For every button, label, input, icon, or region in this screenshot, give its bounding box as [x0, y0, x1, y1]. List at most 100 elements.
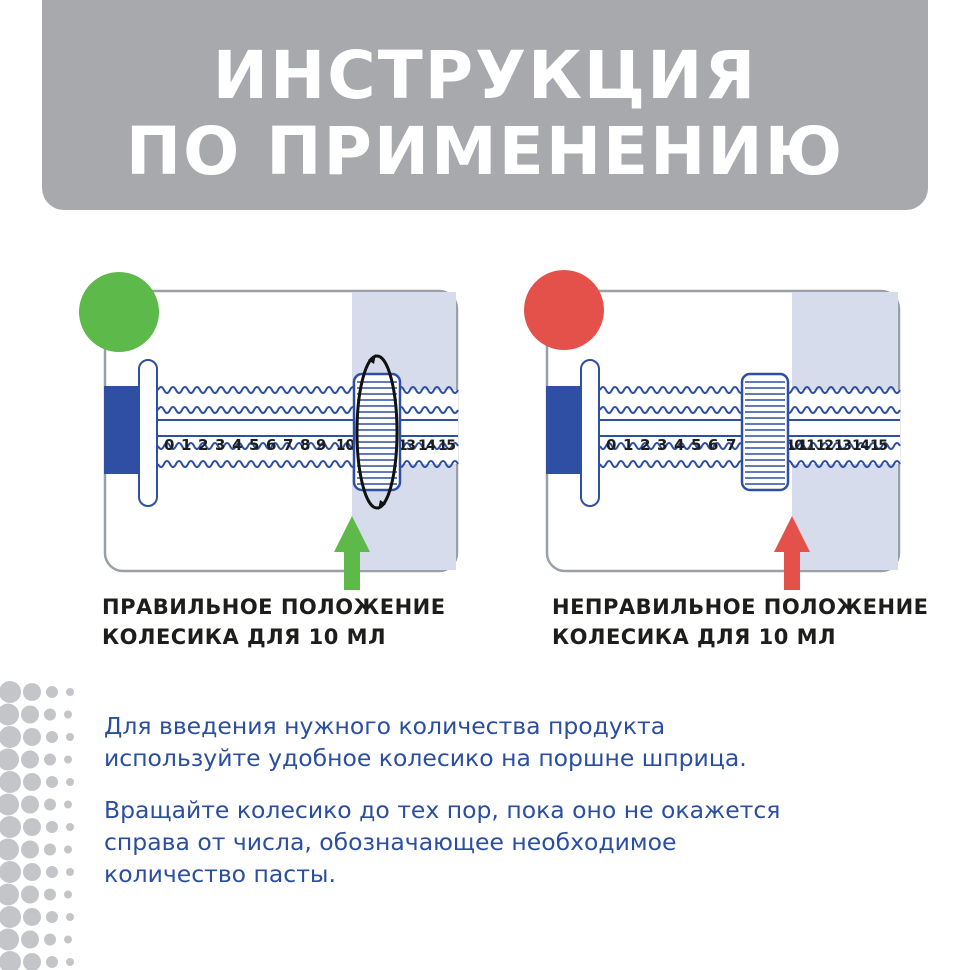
pattern-dot: [64, 800, 72, 809]
pattern-dot: [44, 843, 56, 856]
incorrect-arrow-icon: [774, 516, 810, 590]
pattern-dot: [23, 773, 41, 791]
incorrect-status-dot: [524, 270, 604, 350]
scale-number: 5: [249, 436, 259, 454]
rotation-arrow-icon: [355, 354, 399, 510]
pattern-dot: [66, 733, 74, 741]
pattern-dot: [21, 705, 39, 724]
scale-number: 5: [691, 436, 701, 454]
scale-number: 15: [438, 438, 456, 454]
pattern-dot: [23, 908, 41, 926]
instruction-2-line-3: количество пасты.: [104, 860, 336, 888]
pattern-dot: [46, 956, 58, 968]
incorrect-caption-line-1: НЕПРАВИЛЬНОЕ ПОЛОЖЕНИЕ: [552, 595, 929, 619]
pattern-dot: [64, 845, 72, 854]
plunger-rod: 01234567891012131415: [157, 354, 459, 510]
pattern-dot: [64, 755, 72, 764]
instruction-paragraph-1: Для введения нужного количества продукта…: [104, 710, 747, 774]
instruction-1-line-1: Для введения нужного количества продукта: [104, 712, 666, 740]
pattern-dot: [64, 935, 72, 944]
pattern-dot: [23, 953, 41, 970]
scale-number: 15: [870, 438, 888, 454]
scale-number: 0: [606, 436, 616, 454]
title-line-1: ИНСТРУКЦИЯ: [212, 37, 758, 114]
scale-number: 2: [198, 436, 208, 454]
pattern-dot: [0, 703, 19, 726]
scale-number: 10: [786, 438, 804, 454]
syringe-barrel: [104, 386, 138, 474]
scale-number: 3: [657, 436, 667, 454]
pattern-dot: [0, 951, 21, 970]
pattern-dot: [46, 866, 58, 878]
scale-number: 13: [398, 438, 416, 454]
scale-number: 4: [232, 436, 242, 454]
correct-arrow-icon: [334, 516, 370, 590]
scale-number: 7: [283, 436, 293, 454]
pattern-dot: [46, 731, 58, 743]
pattern-dot: [21, 795, 39, 814]
page-title: ИНСТРУКЦИЯ ПО ПРИМЕНЕНИЮ: [42, 38, 928, 190]
pattern-dot: [0, 928, 19, 951]
pattern-dot: [46, 821, 58, 833]
instruction-paragraph-2: Вращайте колесико до тех пор, пока оно н…: [104, 794, 780, 890]
scale-number: 1: [623, 436, 633, 454]
pattern-dot: [64, 890, 72, 899]
pattern-dot: [46, 776, 58, 788]
scale-number: 2: [640, 436, 650, 454]
pattern-dot: [44, 708, 56, 721]
pattern-dot: [0, 726, 21, 748]
scale-number: 13: [834, 438, 852, 454]
pattern-dot: [0, 906, 21, 928]
instruction-2-line-2: справа от числа, обозначающее необходимо…: [104, 828, 677, 856]
pattern-dot: [0, 793, 19, 816]
pattern-dot: [21, 750, 39, 769]
pattern-dot: [23, 683, 41, 701]
scale-number: 6: [266, 436, 276, 454]
pattern-dot: [21, 840, 39, 859]
pattern-dot: [0, 748, 19, 771]
pattern-dot: [46, 686, 58, 698]
pattern-dot: [46, 911, 58, 923]
incorrect-caption: НЕПРАВИЛЬНОЕ ПОЛОЖЕНИЕ КОЛЕСИКА ДЛЯ 10 М…: [552, 592, 929, 652]
pattern-dot: [0, 771, 21, 793]
pattern-dot: [0, 883, 19, 906]
instruction-1-line-2: используйте удобное колесико на поршне ш…: [104, 744, 747, 772]
pattern-dot: [66, 913, 74, 921]
title-line-2: ПО ПРИМЕНЕНИЮ: [125, 113, 845, 190]
pattern-dot: [66, 823, 74, 831]
scale-number: 10: [336, 436, 355, 454]
scale-number: 9: [316, 436, 326, 454]
correct-syringe-diagram: 01234567891012131415: [103, 289, 459, 590]
title-banner: ИНСТРУКЦИЯ ПО ПРИМЕНЕНИЮ: [42, 0, 928, 210]
pattern-dot: [23, 863, 41, 881]
scale-number: 0: [164, 436, 174, 454]
pattern-dot: [21, 930, 39, 949]
pattern-dot: [0, 838, 19, 861]
pattern-dot: [66, 778, 74, 786]
scale-number: 3: [215, 436, 225, 454]
pattern-dot: [66, 868, 74, 876]
pattern-dot: [64, 710, 72, 719]
pattern-dot: [23, 818, 41, 836]
pattern-dot: [44, 888, 56, 901]
plunger-wheel: [740, 372, 790, 492]
pattern-dot: [66, 688, 74, 696]
scale-number: 12: [816, 438, 834, 454]
scale-number: 1: [181, 436, 191, 454]
scale-number: 6: [708, 436, 718, 454]
correct-caption-line-2: КОЛЕСИКА ДЛЯ 10 МЛ: [102, 625, 387, 649]
correct-status-dot: [79, 272, 159, 352]
scale-number: 14: [852, 438, 870, 454]
pattern-dot: [0, 816, 21, 838]
scale-number: 7: [726, 436, 736, 454]
correct-position-illustration: 01234567891012131415: [79, 272, 459, 590]
pattern-dot: [44, 933, 56, 946]
decorative-dot-pattern: [0, 681, 74, 970]
scale-number: 11: [798, 438, 816, 454]
scale-number: 8: [300, 436, 310, 454]
syringe-barrel: [546, 386, 580, 474]
pattern-dot: [44, 798, 56, 811]
